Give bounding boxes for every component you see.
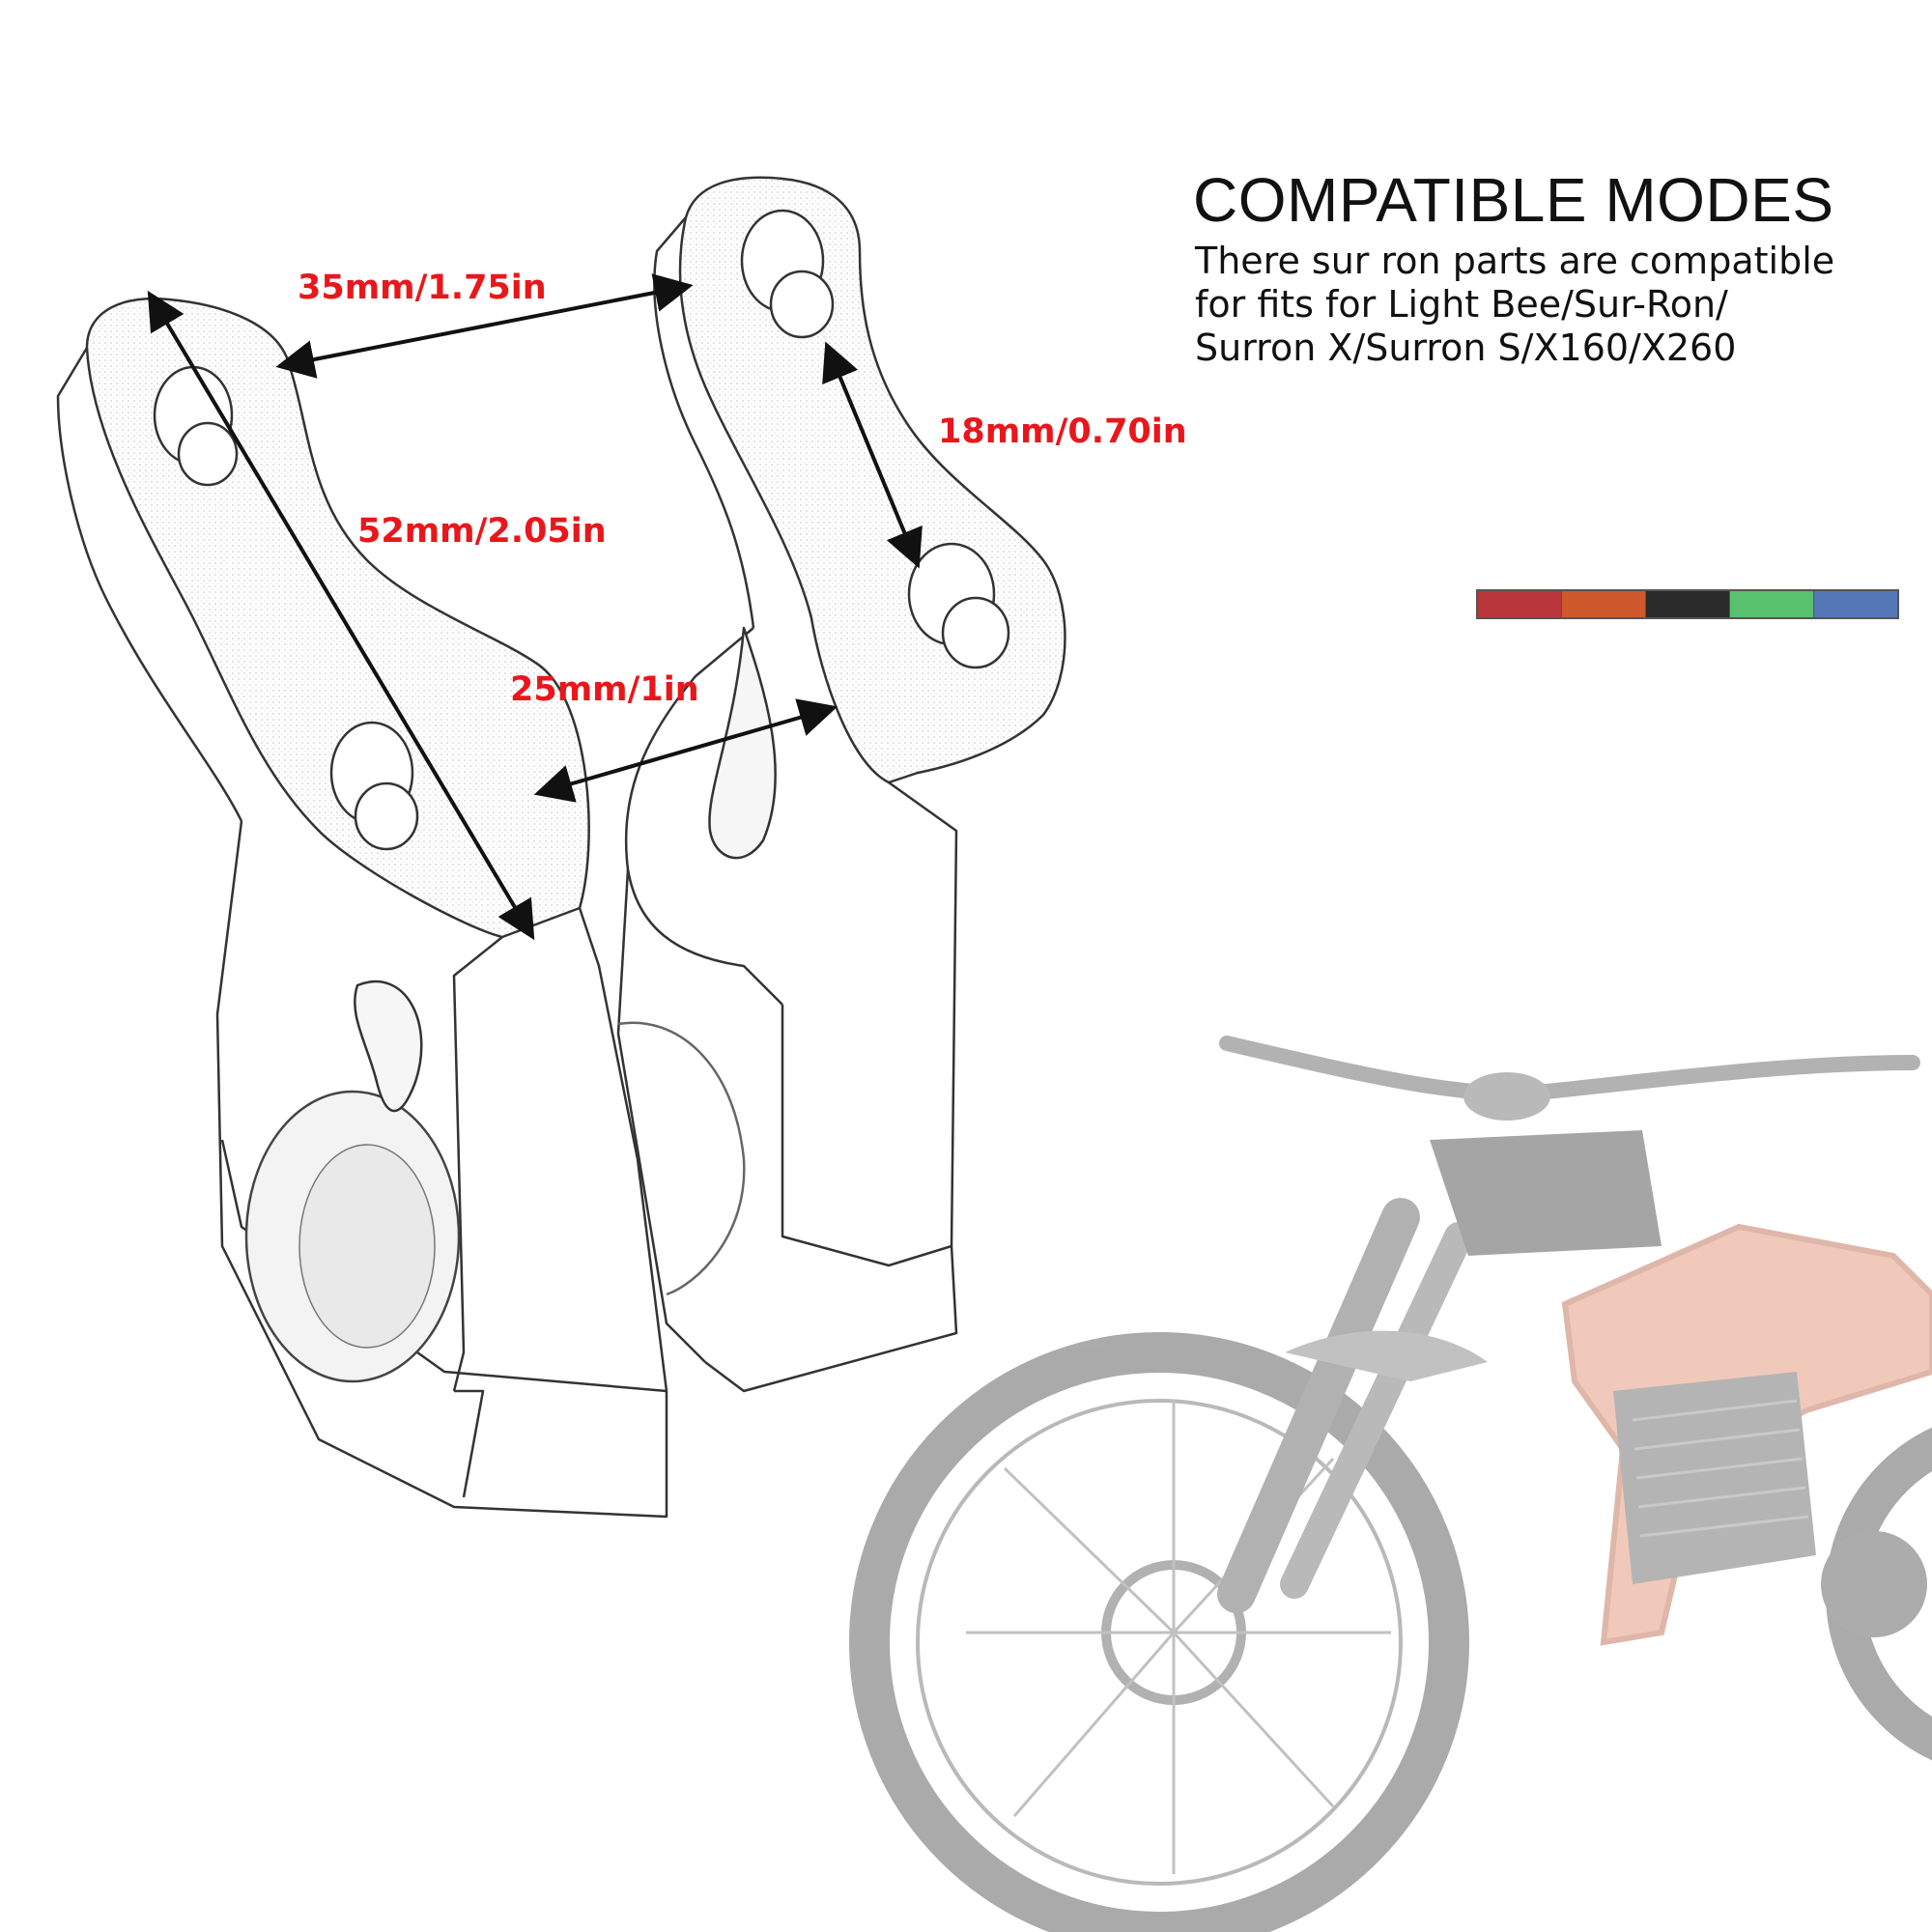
description-line: Surron X/Surron S/X160/X260 [1195,327,1737,369]
description-line: There sur ron parts are compatible [1195,240,1835,282]
compatibility-description: There sur ron parts are compatible for f… [1195,240,1890,370]
dimension-arrows [147,273,923,941]
color-swatch-red [1478,591,1562,617]
left-riser-clamp-icon [56,297,668,1519]
color-swatch-black [1646,591,1730,617]
dimension-label-hole-spacing: 18mm/0.70in [938,412,1187,451]
dirt-bike-icon [849,1036,1932,1932]
dimension-label-gap: 25mm/1in [510,670,699,709]
color-swatches [1476,589,1899,619]
right-riser-clamp-icon [616,176,1066,1393]
dimension-label-width-top: 35mm/1.75in [298,269,547,307]
dimension-label-length: 52mm/2.05in [357,512,607,551]
color-swatch-blue [1814,591,1897,617]
color-swatch-green [1730,591,1814,617]
description-line: for fits for Light Bee/Sur-Ron/ [1195,283,1728,326]
color-swatch-orange [1562,591,1646,617]
compatible-heading: COMPATIBLE MODES [1193,165,1834,235]
